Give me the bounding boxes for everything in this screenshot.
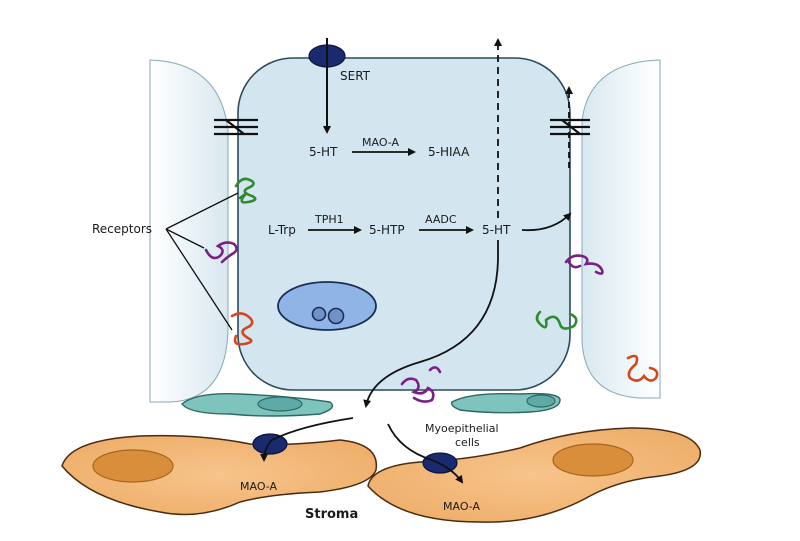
right-neighbor-cell (581, 59, 661, 399)
serotonin-top-label: 5-HT (309, 145, 338, 159)
tph1-label: TPH1 (314, 213, 344, 226)
htp-label: 5-HTP (369, 223, 405, 237)
ltrp-label: L-Trp (268, 223, 296, 237)
myoepithelial-label-cells: cells (455, 436, 480, 449)
aadc-label: AADC (425, 213, 457, 226)
lateral-secretion-arrow (521, 212, 572, 232)
receptor-purple-secreted-icon (400, 366, 442, 403)
stromal-uptake-arrow-right (387, 423, 464, 484)
receptor-green-left-icon (234, 177, 257, 204)
stromal-uptake-arrow-left (260, 417, 354, 462)
tight-junction-left (214, 118, 258, 136)
left-neighbor-cell (149, 59, 229, 403)
stromal-cell-right (367, 427, 701, 523)
myoepithelial-label: Myoepithelial (425, 422, 499, 435)
hiaa-label: 5-HIAA (428, 145, 470, 159)
receptor-purple-right-icon (564, 254, 604, 275)
nucleolus (311, 306, 327, 322)
receptor-green-right-icon (535, 310, 578, 330)
myoepithelial-cell-right (450, 392, 561, 414)
maoa-left-label: MAO-A (240, 480, 278, 493)
myoepithelial-cell-left (181, 393, 334, 417)
receptor-orange-left-icon (230, 312, 254, 346)
myoepithelial-nucleus (257, 396, 303, 412)
myoepithelial-nucleus (526, 394, 556, 408)
receptor-pointer-lines (165, 192, 239, 331)
stromal-nucleus (92, 449, 174, 483)
receptor-purple-left-icon (204, 241, 238, 264)
maoa-top-label: MAO-A (362, 136, 400, 149)
nucleolus (327, 307, 345, 325)
nucleus (277, 281, 377, 331)
basal-secretion-arrow (363, 240, 499, 408)
stromal-transporter-left-icon (252, 433, 288, 455)
receptor-orange-right-icon (626, 354, 659, 382)
serotonin-mid-label: 5-HT (482, 223, 511, 237)
sert-label: SERT (340, 69, 371, 83)
stroma-label: Stroma (305, 507, 358, 522)
receptors-label: Receptors (92, 222, 152, 236)
tight-junction-right (550, 118, 590, 136)
stromal-nucleus (552, 443, 634, 477)
maoa-right-label: MAO-A (443, 500, 481, 513)
stromal-cell-left (61, 434, 378, 516)
